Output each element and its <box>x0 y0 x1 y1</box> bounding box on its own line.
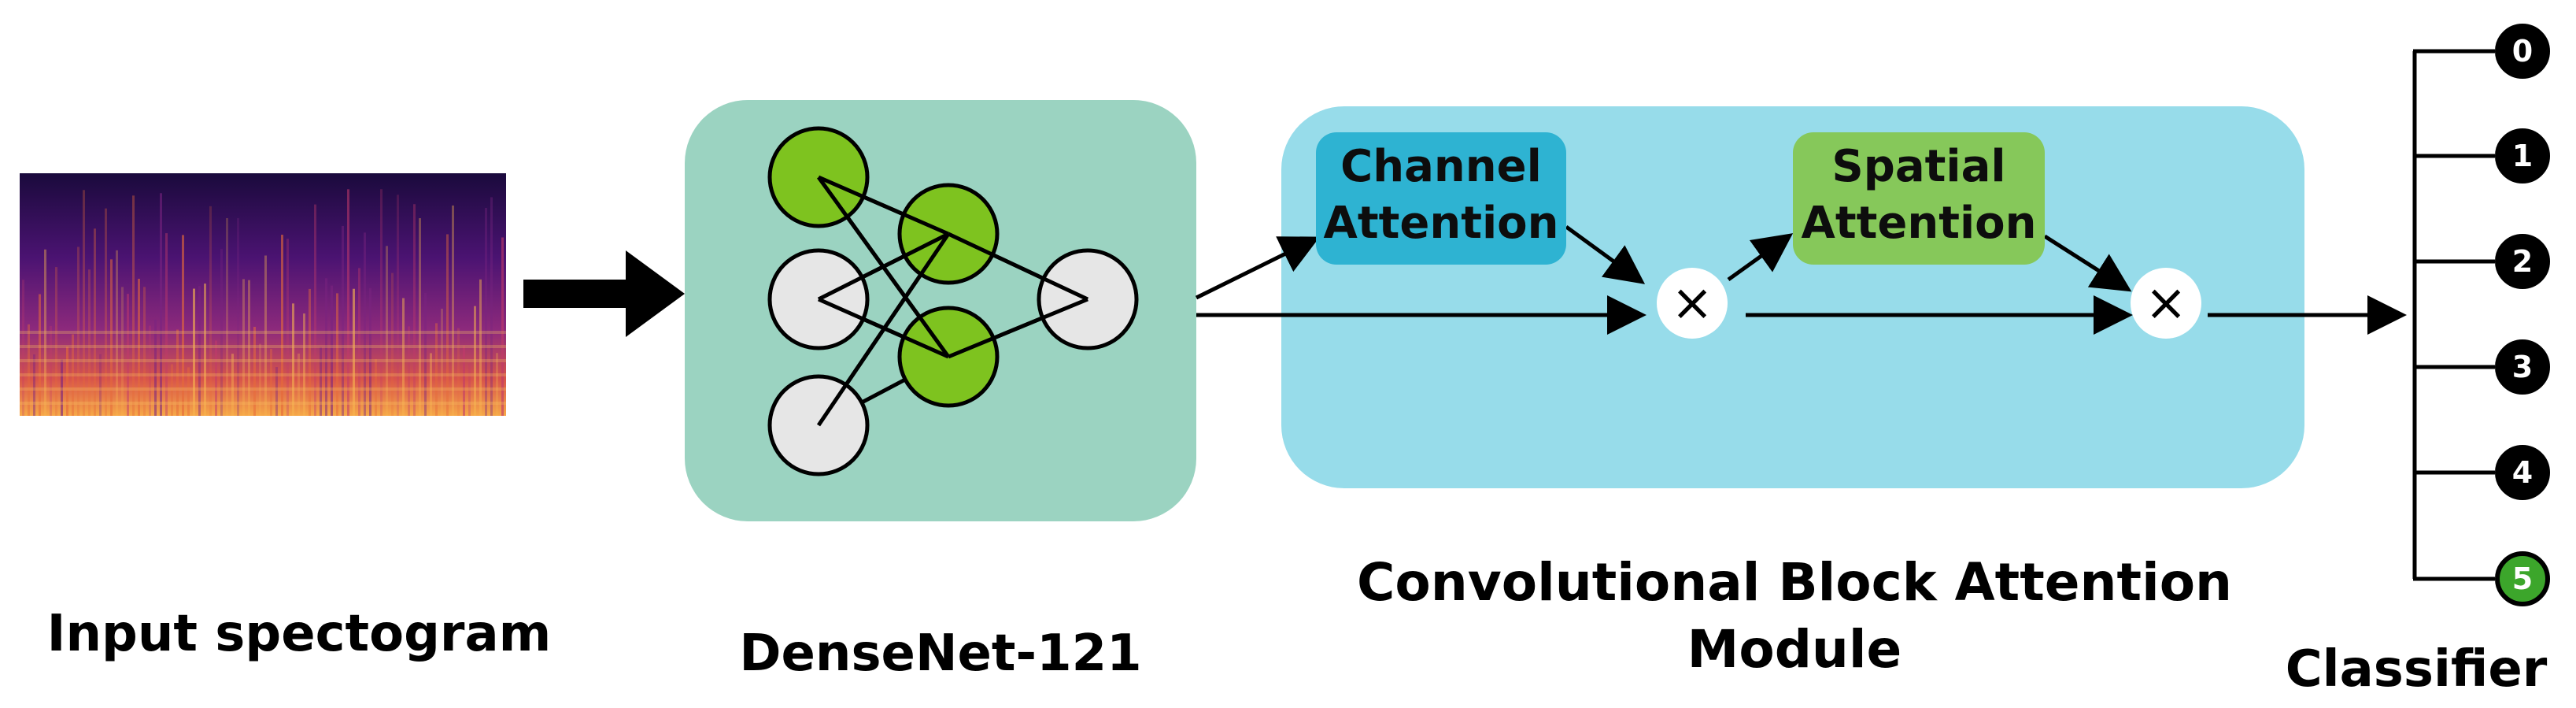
multiply-node-2 <box>2131 268 2201 339</box>
class-node-3: 3 <box>2495 339 2550 395</box>
spatial-attention-box: Spatial Attention <box>1793 132 2045 265</box>
channel-attention-label-line2: Attention <box>1323 198 1559 249</box>
class-node-0: 0 <box>2495 24 2550 79</box>
channel-attention-box: Channel Attention <box>1316 132 1566 265</box>
cbam-label-line2: Module <box>1687 619 1902 680</box>
input-label: Input spectogram <box>46 605 552 663</box>
spatial-attention-label-line2: Attention <box>1801 198 2037 249</box>
spatial-attention-label-line1: Spatial <box>1831 141 2006 192</box>
classifier-bracket <box>2412 49 2495 581</box>
classifier-label: Classifier <box>2285 640 2548 699</box>
cbam-label-line1: Convolutional Block Attention <box>1356 552 2233 613</box>
input-spectrogram <box>20 173 506 417</box>
densenet-label: DenseNet-121 <box>739 625 1142 683</box>
multiply-symbol-2: × <box>2145 274 2187 332</box>
multiply-node-1 <box>1657 268 1728 339</box>
input-arrow <box>523 250 685 337</box>
class-node-4: 4 <box>2495 445 2550 500</box>
class-node-5: 5 <box>2495 551 2550 606</box>
class-node-2: 2 <box>2495 234 2550 289</box>
channel-attention-label-line1: Channel <box>1340 141 1542 192</box>
multiply-symbol-1: × <box>1671 274 1713 332</box>
class-node-1: 1 <box>2495 128 2550 183</box>
flow-arrows <box>1195 224 2407 335</box>
